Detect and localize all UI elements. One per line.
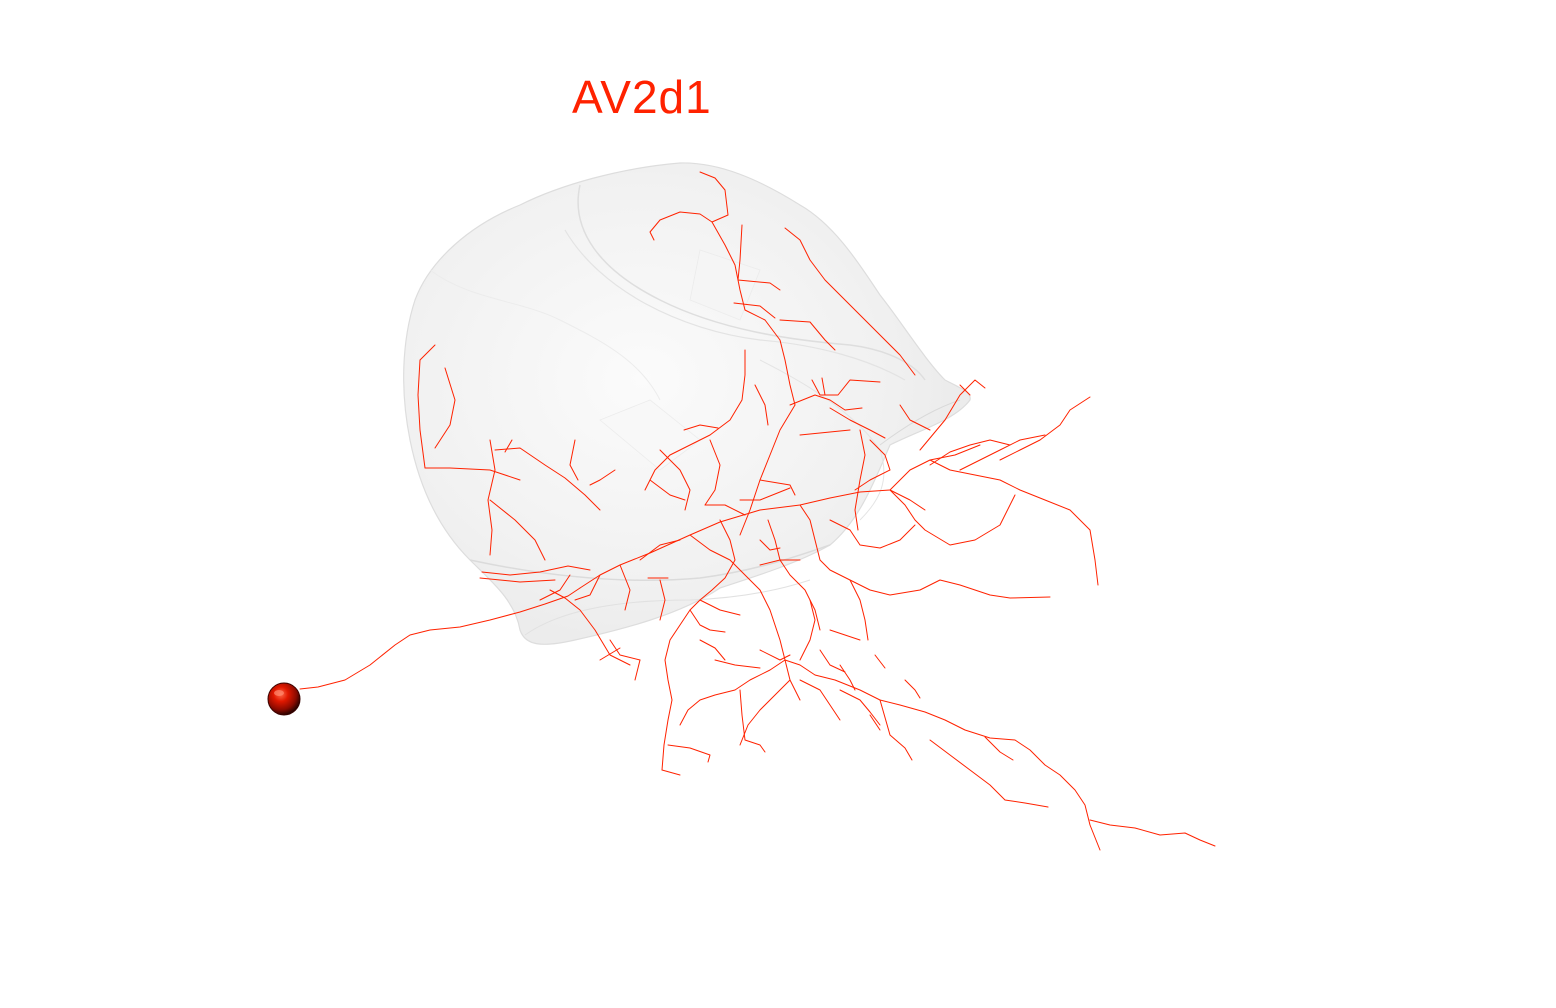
region-title: AV2d1 — [572, 71, 712, 123]
brain-region-mesh — [403, 162, 971, 645]
soma-sphere[interactable] — [267, 682, 301, 716]
axon-arbor — [299, 171, 1216, 851]
